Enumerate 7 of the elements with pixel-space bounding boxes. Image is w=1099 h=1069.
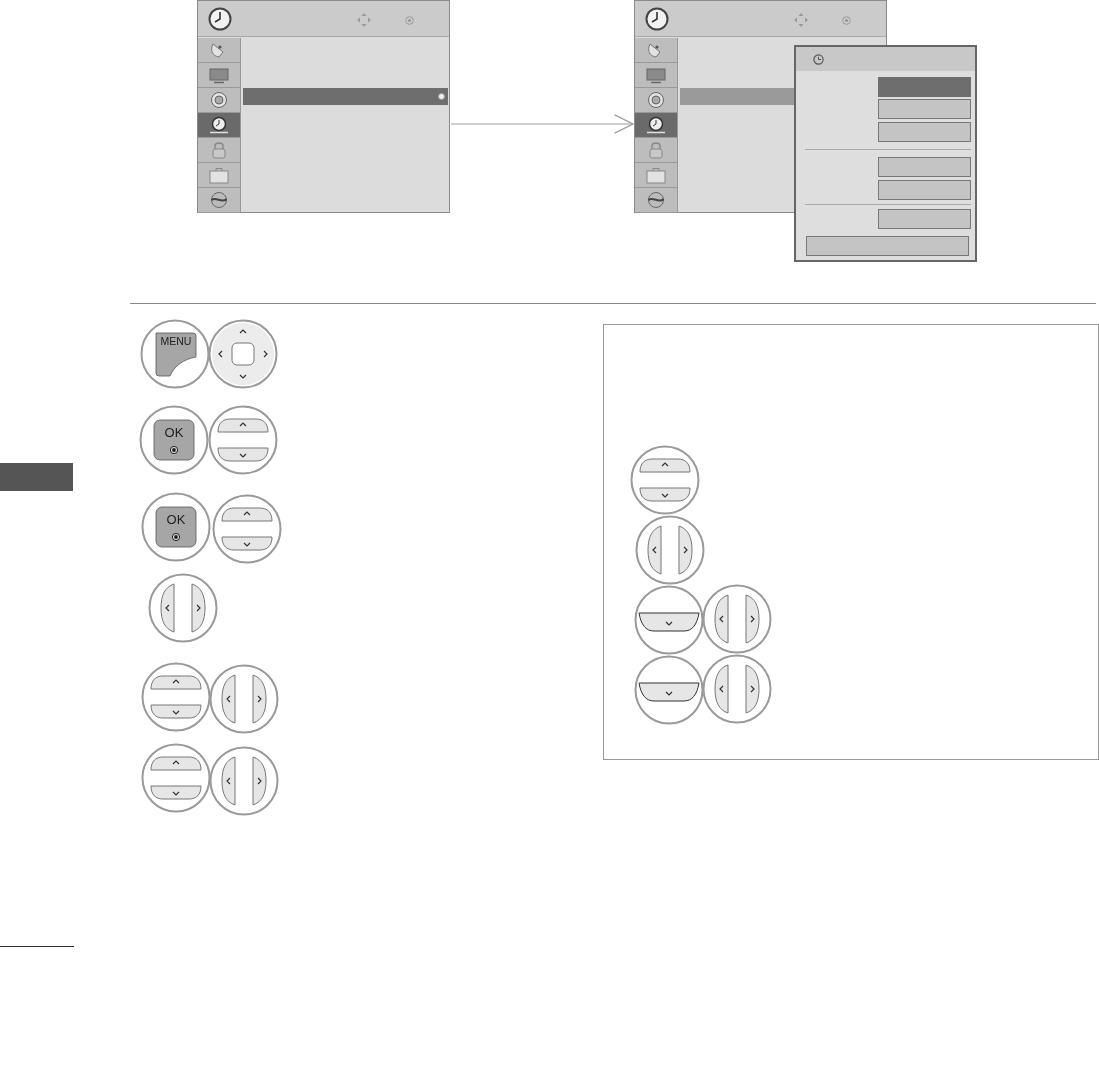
key-label: MENU bbox=[159, 336, 193, 347]
key-label: OK bbox=[163, 426, 185, 439]
menu-screenshot bbox=[197, 0, 450, 213]
arrow bbox=[450, 114, 634, 134]
key-label: OK bbox=[165, 513, 187, 526]
menu-screenshot bbox=[634, 0, 977, 262]
section-tab bbox=[0, 463, 73, 491]
